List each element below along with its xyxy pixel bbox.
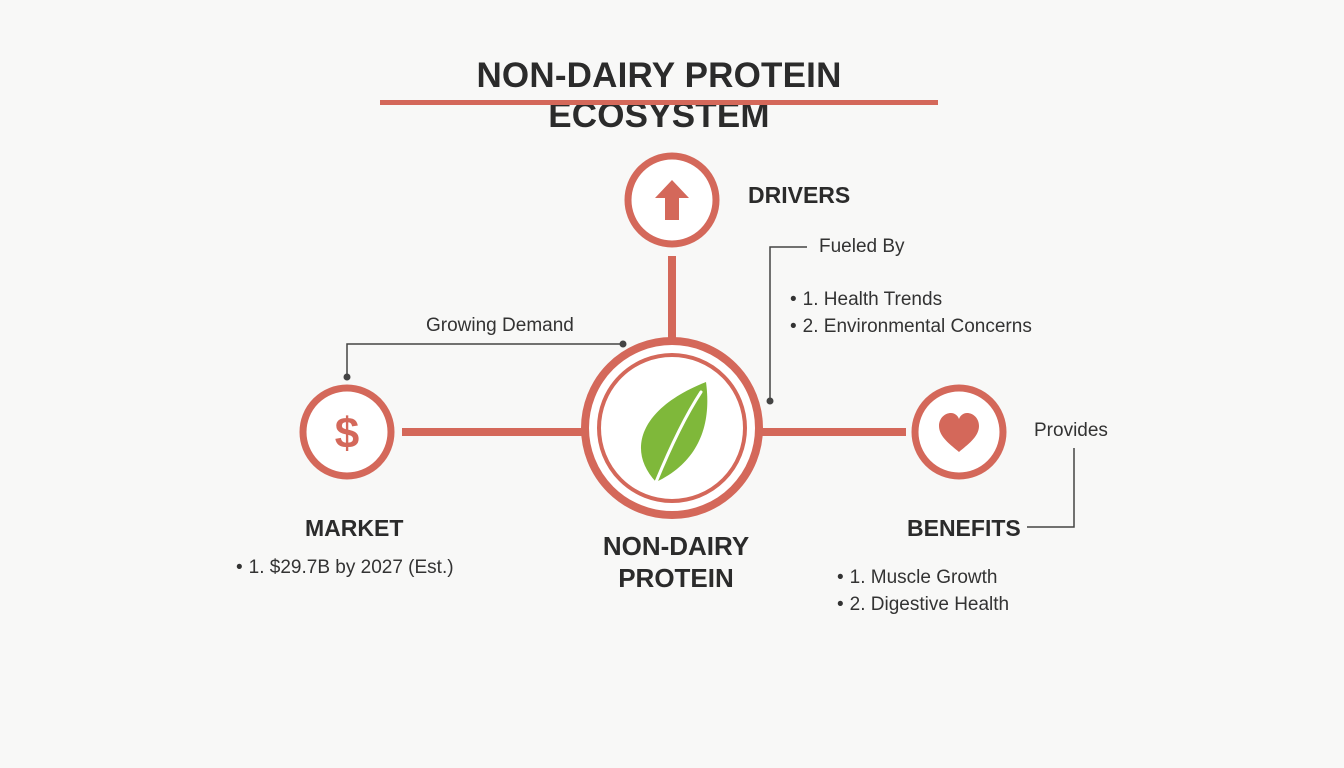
- drivers-list: 1. Health Trends 2. Environmental Concer…: [790, 286, 1032, 340]
- drivers-connector-label: Fueled By: [819, 236, 905, 257]
- connector-drivers: [769, 246, 807, 401]
- list-item: 1. Health Trends: [790, 286, 1032, 313]
- heart-icon: [939, 413, 979, 452]
- arrow-up-icon: [655, 180, 689, 220]
- connector-market-dot-a: [619, 340, 627, 348]
- center-label: NON-DAIRY PROTEIN: [602, 531, 750, 593]
- connector-market-dot-b: [343, 373, 351, 381]
- leaf-icon: [640, 382, 708, 484]
- connector-market: [346, 343, 623, 377]
- benefits-heading: BENEFITS: [907, 515, 1021, 541]
- title-underline: [380, 100, 938, 105]
- market-list: 1. $29.7B by 2027 (Est.): [236, 554, 454, 581]
- market-connector-label: Growing Demand: [426, 315, 574, 336]
- benefits-connector-label: Provides: [1034, 420, 1108, 441]
- market-heading: MARKET: [305, 515, 404, 541]
- list-item: 2. Environmental Concerns: [790, 313, 1032, 340]
- list-item: 2. Digestive Health: [837, 591, 1009, 618]
- connector-benefits: [1027, 448, 1075, 528]
- market-node: [299, 384, 395, 480]
- drivers-heading: DRIVERS: [748, 182, 851, 208]
- dollar-icon: $: [335, 409, 359, 458]
- list-item: 1. $29.7B by 2027 (Est.): [236, 554, 454, 581]
- list-item: 1. Muscle Growth: [837, 564, 1009, 591]
- benefits-list: 1. Muscle Growth 2. Digestive Health: [837, 564, 1009, 618]
- connector-drivers-dot: [766, 397, 774, 405]
